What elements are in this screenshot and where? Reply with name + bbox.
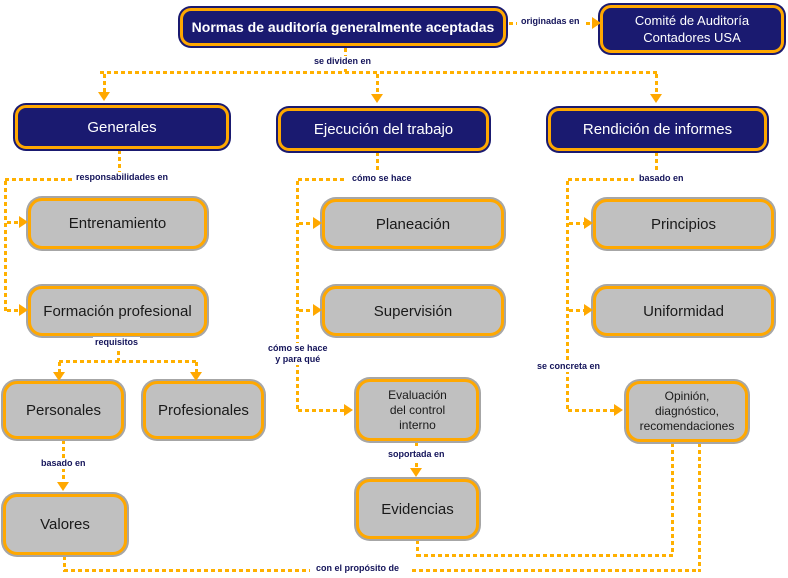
node-ejecucion-del-trabajo: Ejecución del trabajo [278,108,489,151]
connector-originadas-right [586,22,594,25]
arrowhead-generales [98,92,110,101]
label-originadas-en: originadas en [519,16,582,27]
connector-originadas-left [509,22,517,25]
label-requisitos: requisitos [93,337,141,348]
label-responsabilidades-en: responsabilidades en [74,172,171,183]
arrowhead-profesionales [190,372,202,381]
arrowhead-comite [592,17,601,29]
node-uniformidad: Uniformidad [593,286,774,336]
connector-to-opinion [568,409,616,412]
label-soportada-en: soportada en [386,449,447,460]
node-entrenamiento: Entrenamiento [28,198,207,249]
arrowhead-principios [584,217,593,229]
connector-ejecucion-down [376,152,379,174]
arrowhead-opinion [614,404,623,416]
node-rendicion-de-informes: Rendición de informes [548,108,767,151]
arrowhead-entrenamiento [19,216,28,228]
connector-to-supervision [299,309,313,312]
arrowhead-evaluacion [344,404,353,416]
arrowhead-rendicion [650,94,662,103]
connector-to-rendicion [655,74,658,94]
connector-to-entrenamiento [7,221,19,224]
connector-proposito-right [412,569,700,572]
connector-left-rail [4,181,7,311]
arrowhead-personales [53,372,65,381]
arrowhead-planeacion [313,217,322,229]
label-basado-en-left: basado en [39,458,88,469]
arrowhead-uniformidad [584,304,593,316]
connector-opinion-down-outer [698,443,701,572]
connector-rendicion-down [655,152,658,174]
label-basado-en-right: basado en [637,173,686,184]
connector-valores-down [63,556,66,572]
connector-to-uniformidad [569,309,584,312]
connector-to-generales [103,74,106,92]
connector-to-personales [58,362,61,372]
connector-responsabilidades-h [5,178,73,181]
label-como-se-hace: cómo se hace [350,173,414,184]
connector-to-formacion [7,309,19,312]
node-planeacion: Planeación [322,199,504,249]
node-profesionales: Profesionales [143,381,264,439]
arrowhead-supervision [313,304,322,316]
connector-requisitos-branch [59,360,198,363]
node-generales: Generales [15,105,229,149]
node-evidencias: Evidencias [356,479,479,539]
connector-to-principios [569,222,584,225]
connector-to-ejecucion [376,74,379,94]
connector-to-planeacion [299,222,313,225]
connector-proposito-left [64,569,310,572]
arrowhead-valores [57,482,69,491]
connector-middle-rail [296,181,299,411]
connector-to-evaluacion [298,409,344,412]
connector-formacion-down [117,337,120,361]
label-como-se-hace-y-para-que: cómo se hace y para qué [266,343,330,365]
node-main-title: Normas de auditoría generalmente aceptad… [180,8,506,46]
node-formacion-profesional: Formación profesional [28,286,207,336]
node-opinion-diagnostico-recomendaciones: Opinión, diagnóstico, recomendaciones [626,381,748,442]
connector-basado-en-h [568,178,634,181]
node-valores: Valores [3,494,127,555]
connector-como-se-hace-h [298,178,346,181]
label-se-concreta-en: se concreta en [535,361,603,372]
node-principios: Principios [593,199,774,249]
connector-opinion-down-inner [671,443,674,555]
connector-right-rail [566,181,569,411]
connector-generales-down [118,150,121,173]
node-personales: Personales [3,381,124,439]
arrowhead-evidencias [410,468,422,477]
connector-divider-line [100,71,657,74]
label-se-dividen-en: se dividen en [312,56,374,67]
node-comite-auditoria: Comité de Auditoría Contadores USA [600,5,784,53]
arrowhead-ejecucion [371,94,383,103]
node-evaluacion-control-interno: Evaluación del control interno [356,379,479,441]
arrowhead-formacion [19,304,28,316]
connector-to-profesionales [195,362,198,372]
connector-evidencias-to-opinion [417,554,673,557]
connector-evidencias-down [416,540,419,557]
label-con-el-proposito-de: con el propósito de [314,563,402,574]
node-supervision: Supervisión [322,286,504,336]
